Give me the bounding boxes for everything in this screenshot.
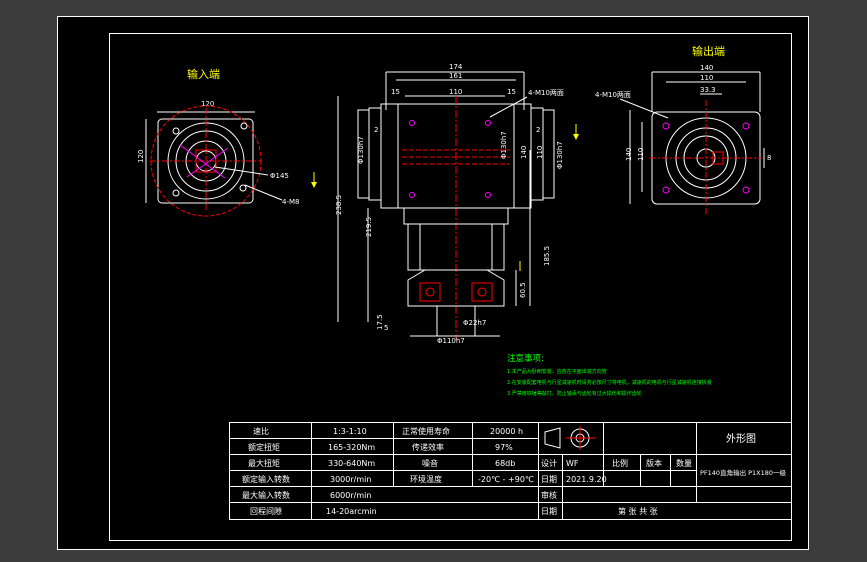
design-value: WF: [566, 459, 579, 468]
output-holes-dim: 4-M10两面: [595, 91, 631, 99]
dim-2-left: 2: [374, 126, 378, 134]
note-3: 3.严禁用铁锤等敲打，防止轴承与齿轮有过大损伤和损坏齿轮: [507, 390, 642, 397]
input-holes-dim: 4-M8: [282, 198, 299, 206]
dim-219: 219.5: [365, 217, 373, 237]
dim-110-front: 110: [536, 146, 544, 159]
note-2: 2.在安装配套电机与行星减速机时请务必按尺寸将电机，减速机的电机与行星减速机连接…: [507, 379, 712, 386]
dim-15-right: 15: [507, 88, 516, 96]
spec-row1-label2: 正常使用寿命: [402, 426, 450, 436]
input-hole-tr: [240, 122, 248, 130]
design-label: 设计: [541, 458, 557, 468]
front-view: 174 161 110 15 15 4-M10两面 2 2 Φ130h7 Φ13…: [311, 63, 579, 345]
dim-174: 174: [449, 63, 463, 71]
spec-row3-label2: 噪音: [422, 458, 438, 468]
spec-row5-value: 6000r/min: [330, 491, 371, 500]
review-label: 审核: [541, 490, 557, 500]
spec-row1-label: 速比: [253, 426, 269, 436]
spec-row1-value: 1:3-1:10: [333, 427, 367, 436]
notes-title: 注意事项:: [507, 353, 544, 364]
output-hole-br: [742, 186, 750, 194]
drawing-border: [109, 33, 792, 541]
title-block: [538, 422, 792, 520]
output-dim-110: 110: [700, 74, 713, 82]
spec-row4-label2: 环境温度: [410, 474, 442, 484]
qty-label: 数量: [676, 458, 692, 468]
spec-row4-label: 额定输入转数: [242, 474, 290, 484]
input-hole-bl: [172, 189, 180, 197]
output-hole-bl: [662, 186, 670, 194]
scale-label: 比例: [612, 458, 628, 468]
dim-110: 110: [449, 88, 462, 96]
spec-row3-label: 最大扭矩: [248, 458, 280, 468]
dim-140-front: 140: [520, 146, 528, 159]
spec-row2-label2: 传递效率: [412, 442, 444, 452]
front-hole-3: [409, 192, 415, 198]
output-hole-tl: [662, 122, 670, 130]
dim-phi22: Φ22h7: [463, 319, 486, 327]
front-holes-dim: 4-M10两面: [528, 89, 564, 97]
date-label-1: 日期: [541, 475, 557, 484]
dim-238: 238.5: [335, 195, 343, 215]
input-hole-br: [239, 184, 247, 192]
spec-row2-label: 额定扭矩: [248, 442, 280, 452]
projection-symbol: [544, 426, 596, 450]
version-label: 版本: [646, 458, 662, 468]
front-hole-2: [485, 120, 491, 126]
dim-phi130-left: Φ130h7: [357, 136, 365, 164]
dim-185: 185.5: [543, 246, 551, 266]
spec-row2-value2: 97%: [495, 443, 513, 452]
spec-row6-value: 14-20arcmin: [326, 507, 377, 516]
front-hole-1: [409, 120, 415, 126]
part-name: PF140直角输出 P1X180一级: [700, 468, 787, 477]
input-hole-tl: [172, 127, 180, 135]
spec-row6-label: 回程间隙: [250, 506, 282, 516]
input-width-dim: 120: [201, 100, 214, 108]
input-pcd-dim: Φ145: [270, 172, 289, 180]
input-view: 输入端 120 120 Φ145 4-M8: [137, 67, 299, 217]
spec-row4-value: 3000r/min: [330, 475, 371, 484]
spec-row3-value: 330-640Nm: [328, 459, 375, 468]
output-dim-140: 140: [700, 64, 713, 72]
spec-table-cells: 速比 1:3-1:10 正常使用寿命 20000 h 额定扭矩 165-320N…: [242, 426, 534, 516]
sheet-label: 第 张 共 张: [618, 506, 658, 516]
dim-60: 60.5: [519, 282, 527, 298]
dim-5: 5: [384, 324, 388, 332]
title-block-text: 外形图 设计 WF 比例 版本 数量 日期 2021.9.20 PF140直角输…: [541, 433, 787, 516]
dim-161: 161: [449, 72, 462, 80]
output-view: 输出端 140 110 33.3 4-M10两面 140 110 8: [595, 44, 771, 214]
notes-block: 注意事项: 1.本产品为卧倒安装，应放在平面出端方向管 2.在安装配套电机与行星…: [507, 353, 712, 397]
spec-row5-label: 最大输入转数: [242, 490, 290, 500]
output-view-title: 输出端: [692, 44, 725, 58]
output-dim-8: 8: [767, 154, 771, 162]
dim-2-right: 2: [536, 126, 540, 134]
spec-row4-value2: -20℃ - +90℃: [478, 475, 534, 484]
output-dim-v110: 110: [637, 148, 645, 161]
dim-phi110: Φ110h7: [437, 337, 465, 345]
sheet-border: [57, 16, 809, 550]
note-1: 1.本产品为卧倒安装，应放在平面出端方向管: [507, 368, 607, 375]
spec-row2-value: 165-320Nm: [328, 443, 375, 452]
dim-phi130-inner: Φ130h7: [500, 131, 508, 159]
output-dim-v140: 140: [625, 148, 633, 161]
drawing-name: 外形图: [726, 433, 756, 445]
dim-17: 17.5: [376, 314, 384, 330]
date-label-2: 日期: [541, 507, 557, 516]
dim-phi130-right: Φ130h7: [556, 141, 564, 169]
front-hole-4: [485, 192, 491, 198]
dim-15-left: 15: [391, 88, 400, 96]
input-shaft-housing: [407, 269, 505, 307]
output-hole-tr: [742, 122, 750, 130]
spec-row3-value2: 68db: [495, 459, 515, 468]
input-view-title: 输入端: [187, 67, 220, 81]
spec-row1-value2: 20000 h: [490, 427, 523, 436]
output-dim-33: 33.3: [700, 86, 716, 94]
date-value: 2021.9.20: [566, 475, 607, 484]
input-height-dim: 120: [137, 150, 145, 163]
